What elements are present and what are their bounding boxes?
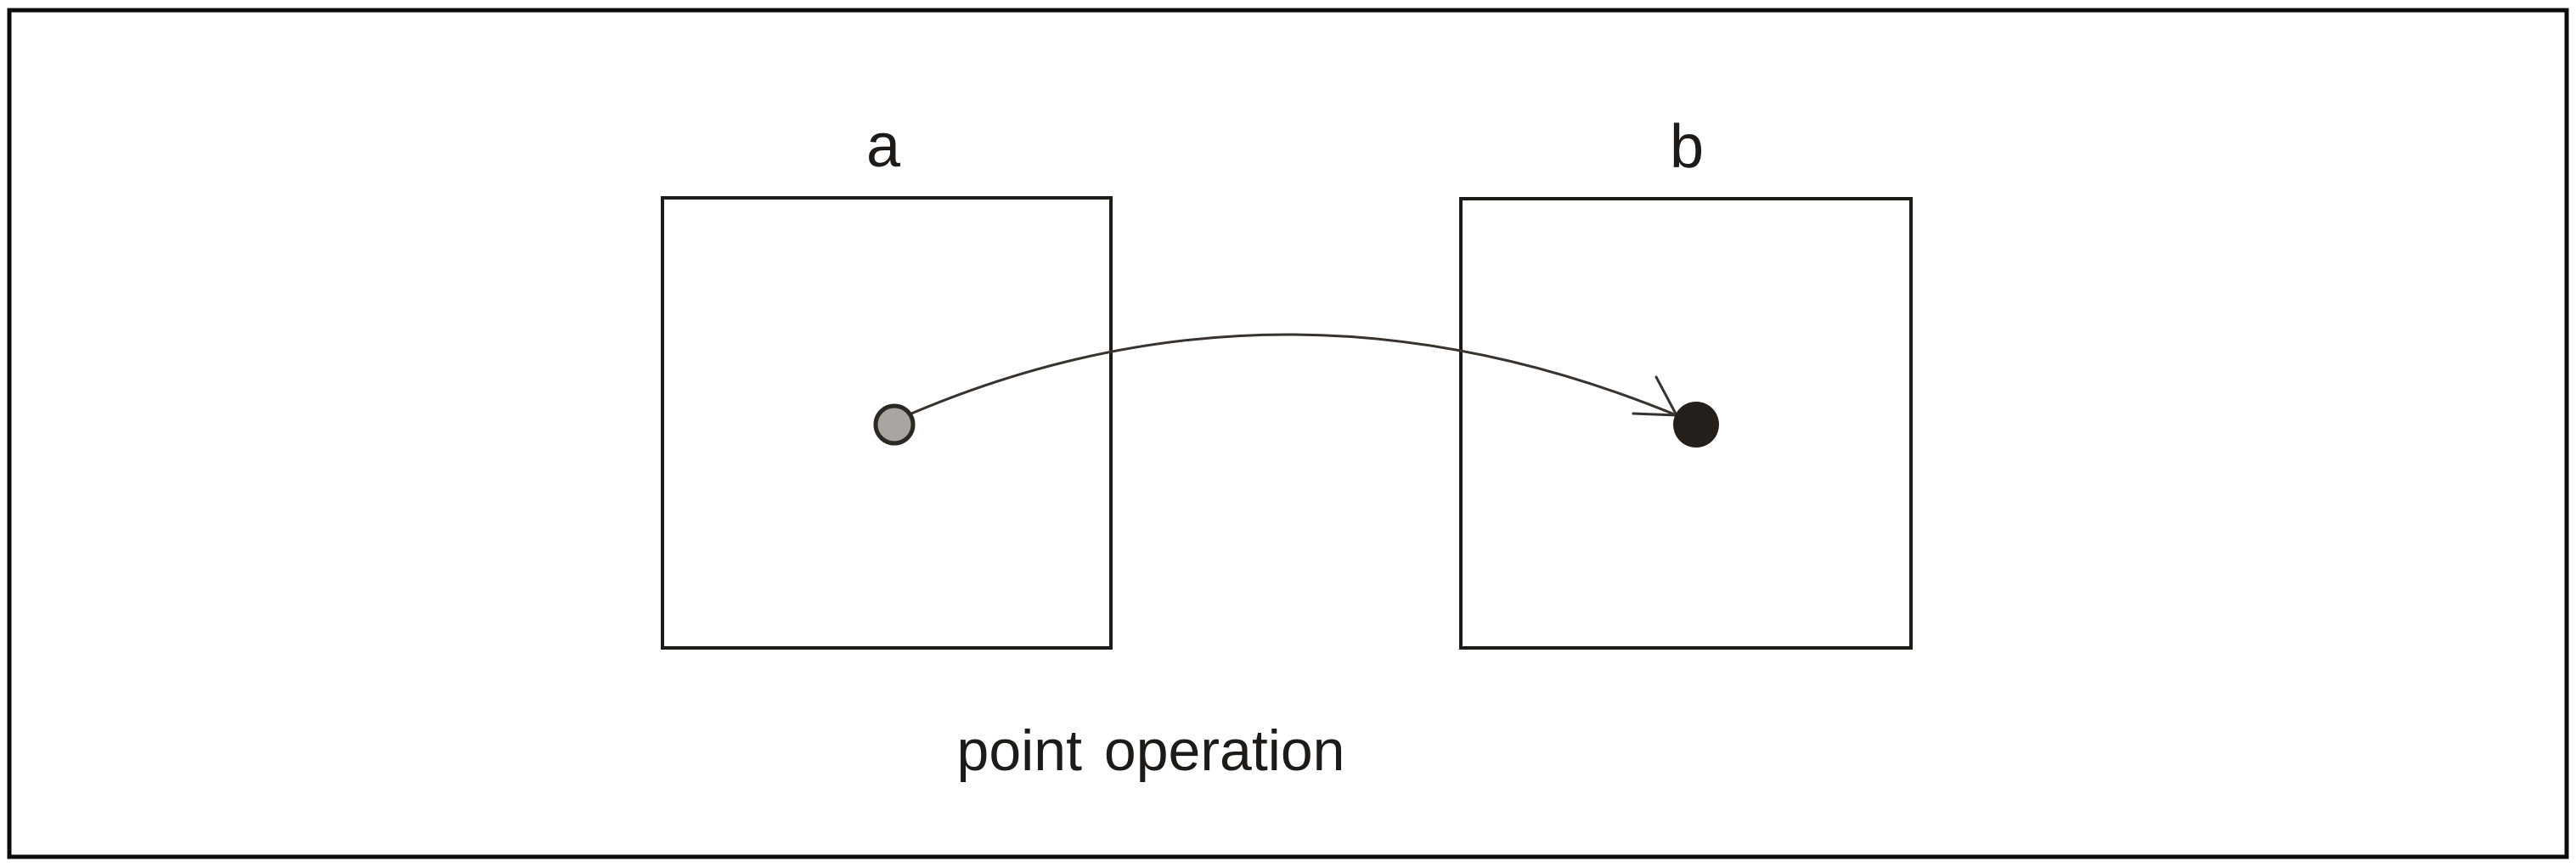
arrowhead-barb-upper: [1654, 375, 1678, 417]
arrowhead-barb-lower: [1632, 412, 1678, 417]
square-b-label: b: [1670, 113, 1704, 181]
square-b: [1459, 197, 1913, 650]
square-a-label: a: [866, 112, 901, 180]
curved-arrow-icon: [910, 333, 1678, 417]
outer-border: [7, 8, 2569, 859]
arrow-arc: [910, 333, 1678, 417]
figure-caption: point operation: [957, 718, 1345, 783]
source-pixel-dot: [873, 403, 916, 446]
square-a: [661, 196, 1113, 650]
destination-pixel-dot: [1673, 402, 1719, 448]
